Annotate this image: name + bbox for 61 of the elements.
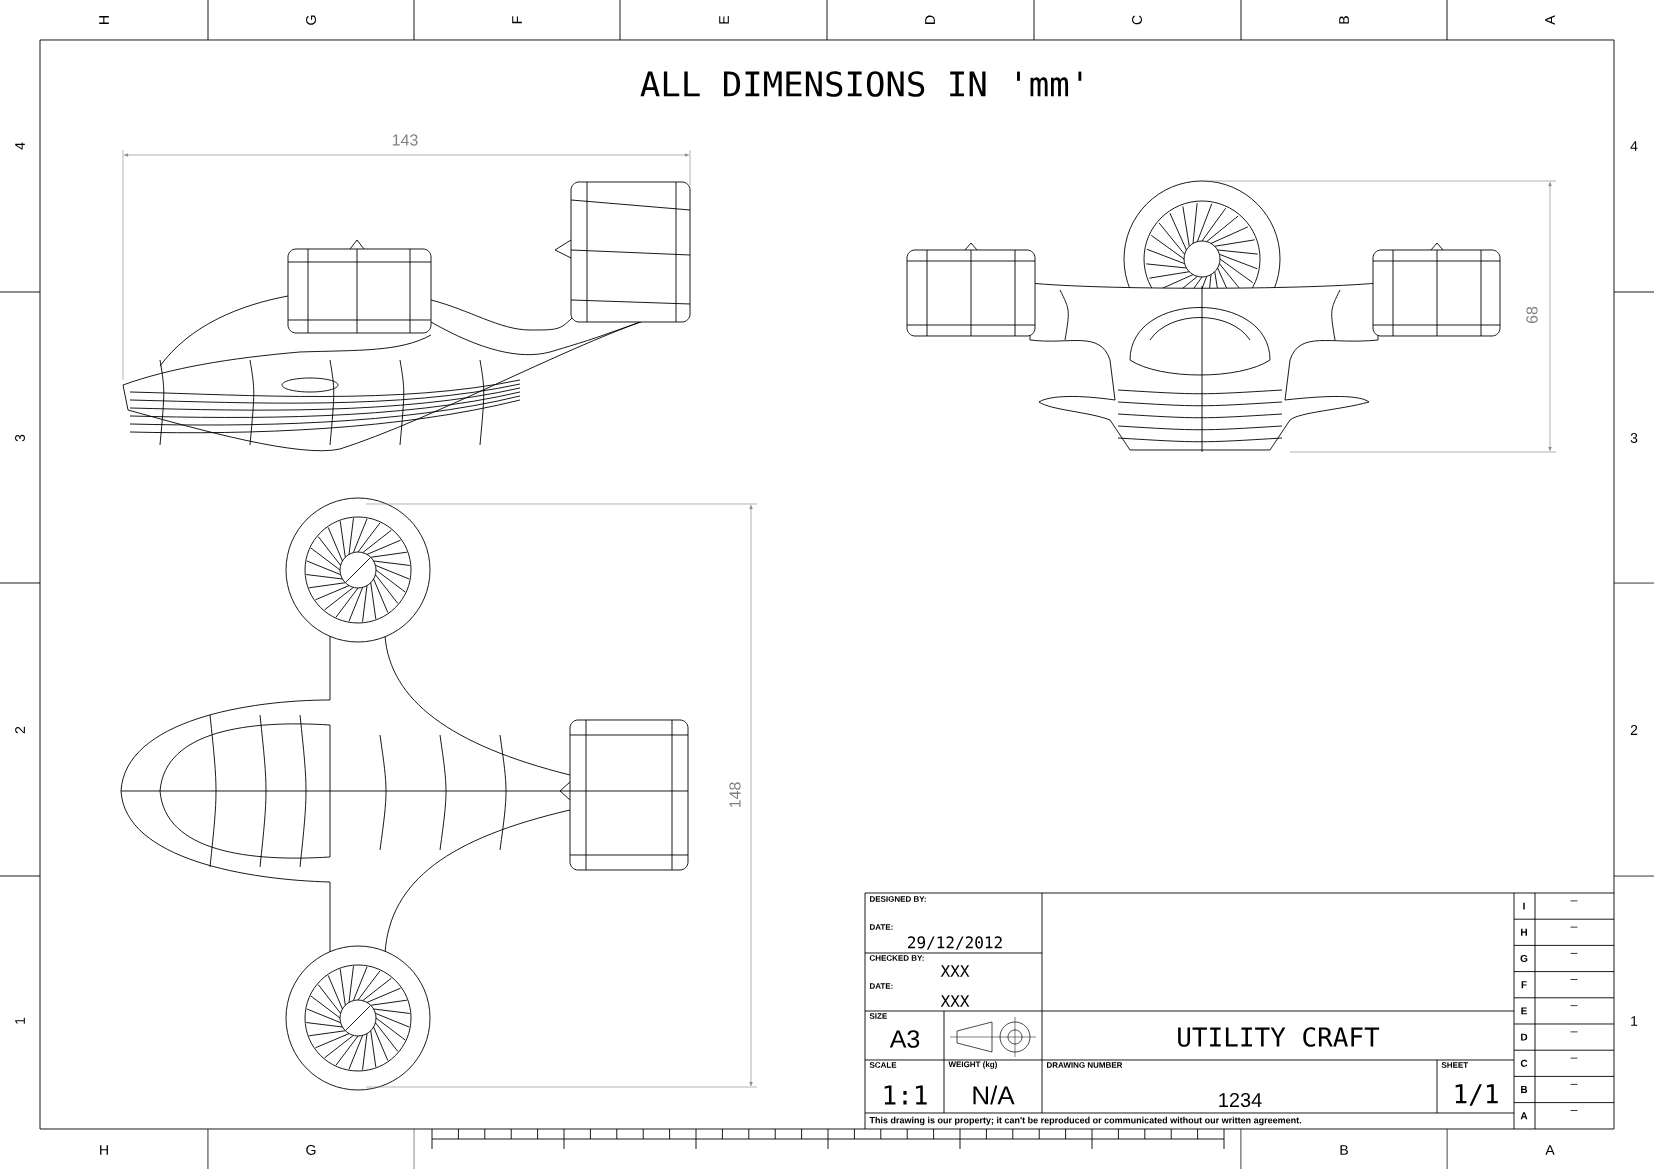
revision-mark: _ [1570, 952, 1578, 954]
zone-letter: A [1545, 15, 1555, 25]
field-value: 1:1 [884, 1085, 927, 1105]
field-value: 1234 [1219, 1092, 1262, 1108]
revision-letter: B [1521, 1086, 1528, 1093]
zone-number: 4 [15, 142, 25, 150]
zone-letter: A [1545, 1145, 1555, 1155]
revision-mark: _ [1570, 1083, 1578, 1085]
zone-number: 4 [1630, 141, 1638, 151]
revision-letter: G [1520, 954, 1528, 963]
revision-letter: A [1520, 1112, 1528, 1120]
field-label: DATE: [870, 924, 893, 930]
revision-mark: _ [1570, 979, 1578, 980]
revision-mark: _ [1570, 1005, 1578, 1007]
field-label: CHECKED BY: [869, 955, 924, 961]
field-value: XXX [940, 995, 970, 1007]
zone-number: 2 [1630, 725, 1638, 735]
drawing-name: UTILITY CRAFT [1178, 1027, 1380, 1047]
zone-number: 2 [15, 726, 25, 734]
zone-letter: G [306, 15, 316, 25]
revision-letter: F [1521, 981, 1527, 989]
revision-letter: D [1521, 1033, 1528, 1041]
revision-mark: _ [1570, 1110, 1578, 1111]
zone-letter: H [99, 16, 109, 24]
field-label: SCALE [869, 1062, 897, 1068]
field-label: SIZE [869, 1013, 887, 1019]
revision-mark: _ [1570, 1057, 1578, 1059]
field-label: WEIGHT (kg) [948, 1061, 997, 1069]
field-value: 1/1 [1455, 1084, 1498, 1106]
zone-number: 1 [1631, 1016, 1638, 1026]
field-value: A3 [889, 1030, 920, 1048]
revision-letter: C [1520, 1059, 1528, 1067]
zone-letter: E [719, 15, 729, 24]
field-label: SHEET [1441, 1062, 1469, 1068]
zone-number: 1 [15, 1017, 25, 1024]
zone-number: 3 [15, 434, 25, 442]
zone-letter: B [1339, 16, 1349, 24]
property-note: This drawing is our property; it can't be reproduced or communicated without our written agreement. [869, 1116, 1302, 1126]
revision-letter: I [1523, 902, 1525, 910]
drawing-title: ALL DIMENSIONS IN 'mm' [640, 71, 1082, 97]
revision-mark: _ [1570, 926, 1578, 928]
revision-letter: E [1521, 1007, 1527, 1015]
zone-letter: F [512, 16, 522, 24]
dimension-value: 148 [729, 782, 741, 808]
zone-letter: C [1132, 15, 1142, 25]
zone-letter: H [100, 1145, 108, 1155]
field-label: DATE: [870, 983, 893, 989]
zone-letter: G [306, 1145, 316, 1155]
zone-letter: D [925, 15, 935, 24]
revision-mark: _ [1570, 1031, 1578, 1033]
field-value: N/A [973, 1085, 1015, 1105]
zone-number: 3 [1630, 433, 1638, 443]
revision-mark: _ [1570, 900, 1578, 902]
field-label: DESIGNED BY: [870, 896, 926, 902]
field-label: DRAWING NUMBER [1047, 1062, 1123, 1068]
revision-letter: H [1521, 928, 1527, 936]
field-value: 29/12/2012 [908, 936, 1002, 950]
field-value: XXX [940, 965, 970, 977]
dimension-value: 143 [392, 134, 418, 146]
dimension-value: 68 [1526, 306, 1538, 324]
zone-letter: B [1340, 1145, 1348, 1155]
